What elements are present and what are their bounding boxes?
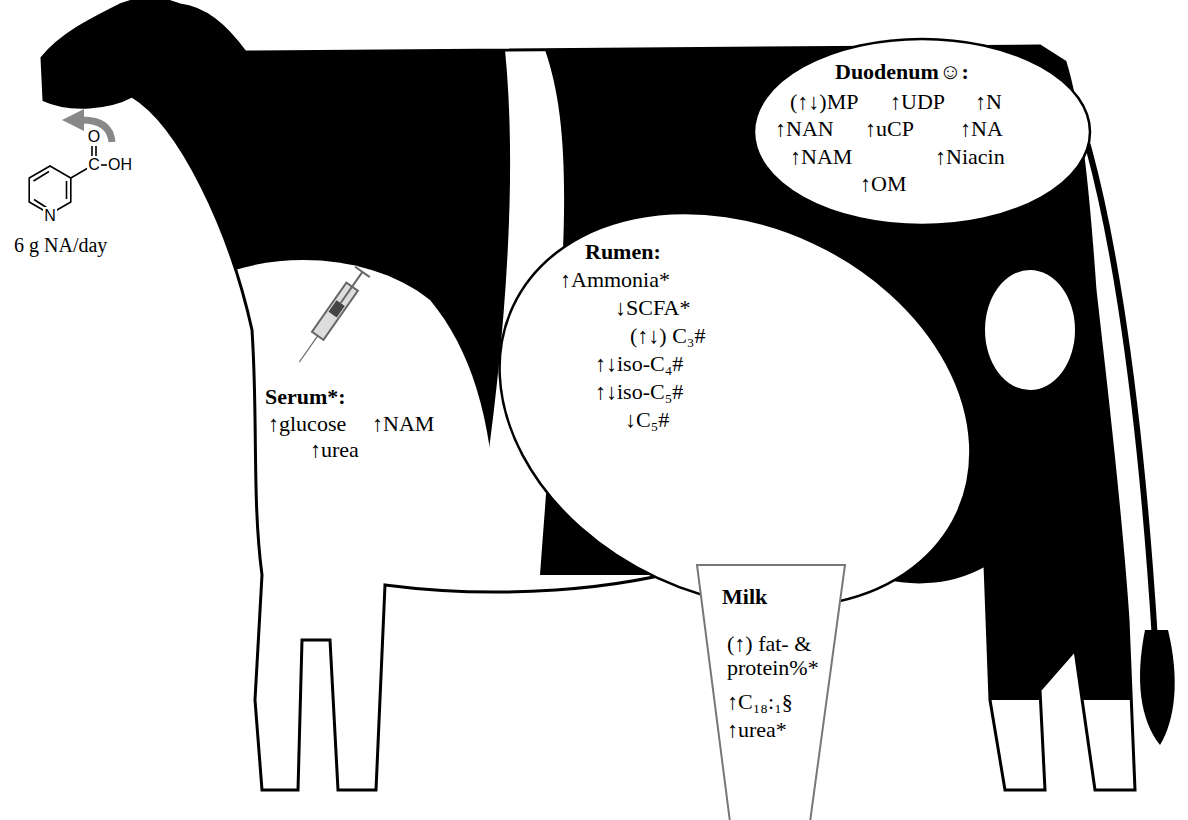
node-heading: Milk [722,585,767,609]
node-text: ↑NA [960,117,1003,141]
node-text: ↓SCFA* [615,296,690,320]
node-heading: Rumen: [585,240,661,264]
node-text: ↑↓iso-C₄# [595,352,683,376]
white-patch [0,575,720,820]
double-bond [66,181,68,199]
cow-white-patches [0,50,1160,820]
double-bond [34,172,50,182]
atom-label: O [87,128,101,146]
white-patch [960,700,1160,820]
cow-outline [42,0,1135,790]
node-text: ↑C₁₈:₁§ [727,690,793,714]
node-text: ↑↓iso-C₅# [595,380,683,404]
node-text: ↑N [975,90,1002,114]
syringe-barrel [312,283,358,340]
atom-label: OH [107,156,133,174]
syringe-needle [299,336,317,362]
rumen-ellipse: Rumen: ↑Ammonia* ↓SCFA* (↑↓) C₃# ↑↓iso-C₄# ↑↓… [495,208,975,612]
cow-body [42,0,1135,790]
node-heading: Duodenum☺: [835,60,969,84]
atom-label: C [87,156,101,174]
serum-item: ↑urea [310,438,359,462]
carboxyl-bond [71,168,88,178]
syringe-icon [292,267,370,367]
syringe-plunger [341,272,363,303]
serum-item: ↑glucose [268,412,346,436]
node-text: ↑NAM [790,145,852,169]
node-text: ↑OM [860,172,906,196]
syringe-plunger-head [329,300,345,317]
node-text: (↑↓) C₃# [630,324,706,348]
node-text: ↑Ammonia* [560,268,670,292]
duodenum-ellipse: Duodenum☺: (↑↓)MP ↑UDP ↑N ↑NAN ↑uCP ↑NA ↑NAM ↑Ni… [750,36,1095,230]
node-text: ↓C₅# [625,408,669,432]
milk-funnel: Milk (↑) fat- & protein%* ↑C₁₈:₁§ ↑urea* [690,560,855,820]
dose-label: 6 g NA/day [14,234,107,256]
node-text: ↑NAN [775,117,834,141]
tail-tuft [1140,630,1175,745]
nicotinic-acid-structure [29,145,108,214]
node-text: ↑urea* [727,718,787,742]
duodenum-outline [754,39,1090,225]
node-text: (↑) fat- & protein%* [727,632,835,680]
serum-item: ↑NAM [372,412,434,436]
milk-outline [697,565,845,820]
feeding-arrowhead [62,109,84,131]
carbonyl-bond [91,145,93,157]
serum-heading: Serum*: [265,385,346,409]
node-text: ↑Niacin [935,145,1005,169]
syringe-handle [355,267,370,277]
white-patch [235,260,496,575]
node-text: ↑UDP [890,90,945,114]
node-text: (↑↓)MP [790,90,858,114]
white-patch [985,270,1075,390]
node-text: ↑uCP [865,117,914,141]
atom-label: N [43,207,57,225]
carbonyl-bond [95,145,97,157]
